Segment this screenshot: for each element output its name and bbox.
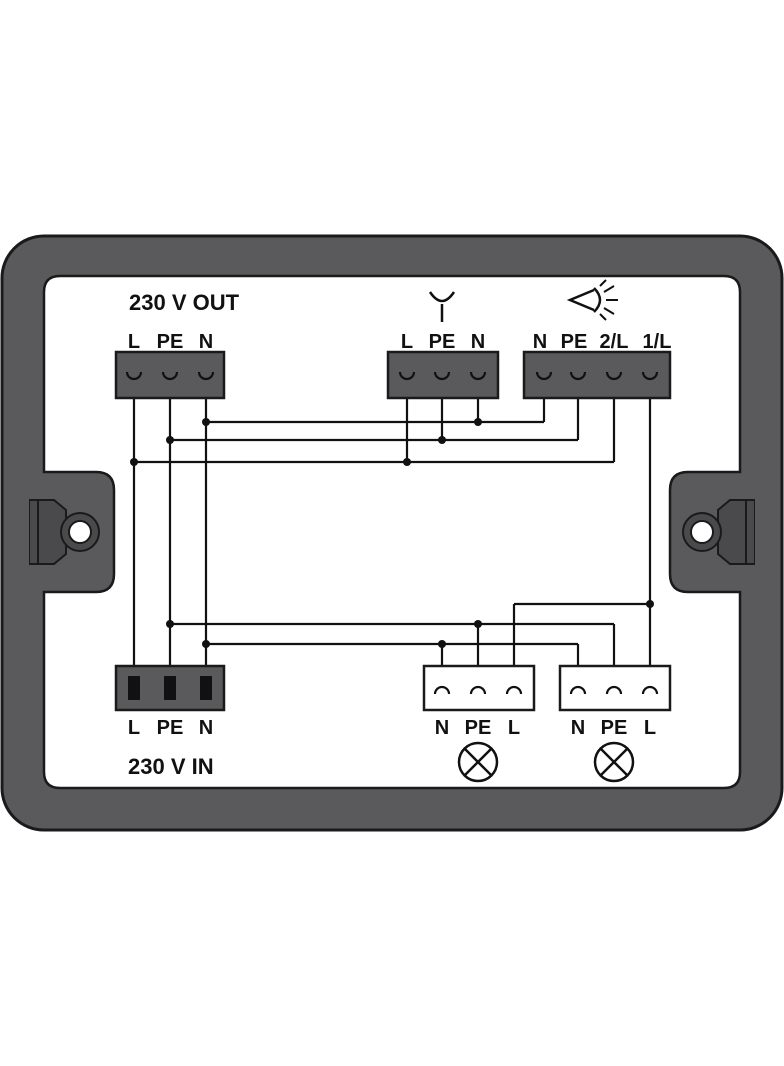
pin-label: PE [429, 331, 456, 353]
junctions [130, 418, 654, 648]
connector-lamp-1: N PE L [422, 664, 536, 783]
lamp-icon [457, 741, 499, 783]
pin-label: N [533, 331, 547, 353]
pin-label: PE [157, 717, 184, 739]
pin-label: L [508, 717, 520, 739]
connector-lamp-2: N PE L [558, 664, 672, 783]
connector-230v-in: L PE N 230 V IN [114, 664, 226, 779]
pin-label: 2/L [600, 331, 629, 353]
right-mounting-lug [682, 499, 755, 565]
pin-label: N [471, 331, 485, 353]
pin-label: N [435, 717, 449, 739]
light-switch-icon [566, 279, 618, 321]
pin-label: L [128, 331, 140, 353]
pin-label: N [199, 331, 213, 353]
pin-label: N [199, 717, 213, 739]
label-230v-out: 230 V OUT [129, 290, 240, 315]
left-mounting-lug [29, 499, 100, 565]
label-230v-in: 230 V IN [128, 754, 214, 779]
pin-label: L [128, 717, 140, 739]
socket-symbol-icon [428, 291, 456, 322]
pin-label: N [571, 717, 585, 739]
pin-label: PE [561, 331, 588, 353]
pin-label: PE [601, 717, 628, 739]
connector-switch: N PE 2/L 1/L [522, 279, 672, 400]
pin-label: L [401, 331, 413, 353]
connector-socket: L PE N [386, 291, 500, 400]
pin-label: PE [465, 717, 492, 739]
lamp-icon [593, 741, 635, 783]
pin-label: 1/L [643, 331, 672, 353]
pin-label: L [644, 717, 656, 739]
inner-panel [42, 274, 742, 790]
housing [0, 234, 784, 832]
pin-label: PE [157, 331, 184, 353]
connector-230v-out: 230 V OUT L PE N [114, 290, 240, 400]
